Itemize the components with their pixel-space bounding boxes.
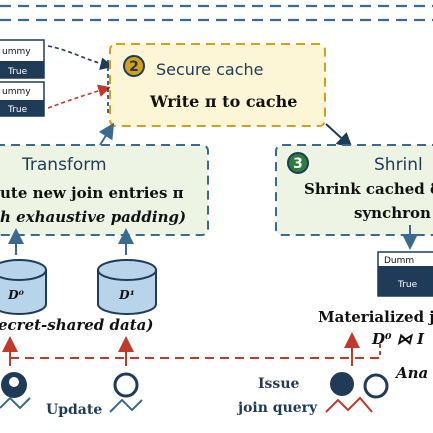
top-separator (0, 4, 433, 22)
transform-line1: ute new join entries π (0, 184, 184, 202)
secure-cache-title: Secure cache (156, 60, 263, 79)
database-d1-label: D¹ (118, 288, 135, 302)
materialized-title: Materialized j (318, 308, 433, 326)
transform-line2: h exhaustive padding) (0, 208, 186, 226)
database-d1: D¹ (97, 259, 157, 315)
transform-title: Transform (21, 155, 107, 175)
dummy-table-left-1-header: ummy (2, 47, 31, 57)
analyst-icon (325, 372, 389, 413)
shrink-box: 3 Shrinl Shrink cached δ synchron (275, 144, 433, 236)
secret-shared-label: ecret-shared data) (0, 316, 153, 334)
dummy-table-right-value: True (397, 280, 418, 290)
secure-cache-subtitle: Write π to cache (149, 92, 297, 111)
step-3-number: 3 (293, 156, 303, 172)
shrink-line2: synchron (354, 204, 431, 222)
db-to-transform-arrows (8, 228, 134, 255)
server-icon (109, 372, 143, 413)
step-2-badge (123, 55, 145, 77)
ana-label: Ana (394, 364, 428, 382)
issue-label: Issue (258, 376, 299, 392)
update-label: Update (46, 402, 102, 418)
dummy-table-left-2: ummy True (0, 81, 45, 117)
dummy-table-left-2-value: True (7, 105, 28, 115)
database-d0: D⁰ (0, 259, 47, 315)
user-group-icon (0, 372, 31, 410)
transform-box: Transform ute new join entries π h exhau… (0, 144, 209, 236)
database-d0-label: D⁰ (7, 288, 24, 302)
shrink-title: Shrinl (374, 155, 423, 175)
step-2-number: 2 (129, 59, 139, 75)
dummy-table-left-1: ummy True (0, 39, 45, 79)
dummy-table-left-2-header: ummy (2, 87, 31, 97)
dummy-table-right-header: Dumm (384, 256, 414, 266)
dummy-table-right: Dumm True (377, 251, 433, 297)
step-3-badge (287, 152, 309, 174)
cache-write-arrows (47, 45, 114, 115)
bottom-connector (2, 332, 381, 366)
materialized-formula: D⁰ ⋈ I (371, 330, 425, 348)
cache-connectors (98, 122, 353, 149)
shrink-line1: Shrink cached δ (304, 180, 433, 198)
join-query-label: join query (236, 400, 318, 416)
secure-cache-box: 2 Secure cache Write π to cache (109, 43, 326, 127)
dummy-table-left-1-value: True (7, 67, 28, 77)
